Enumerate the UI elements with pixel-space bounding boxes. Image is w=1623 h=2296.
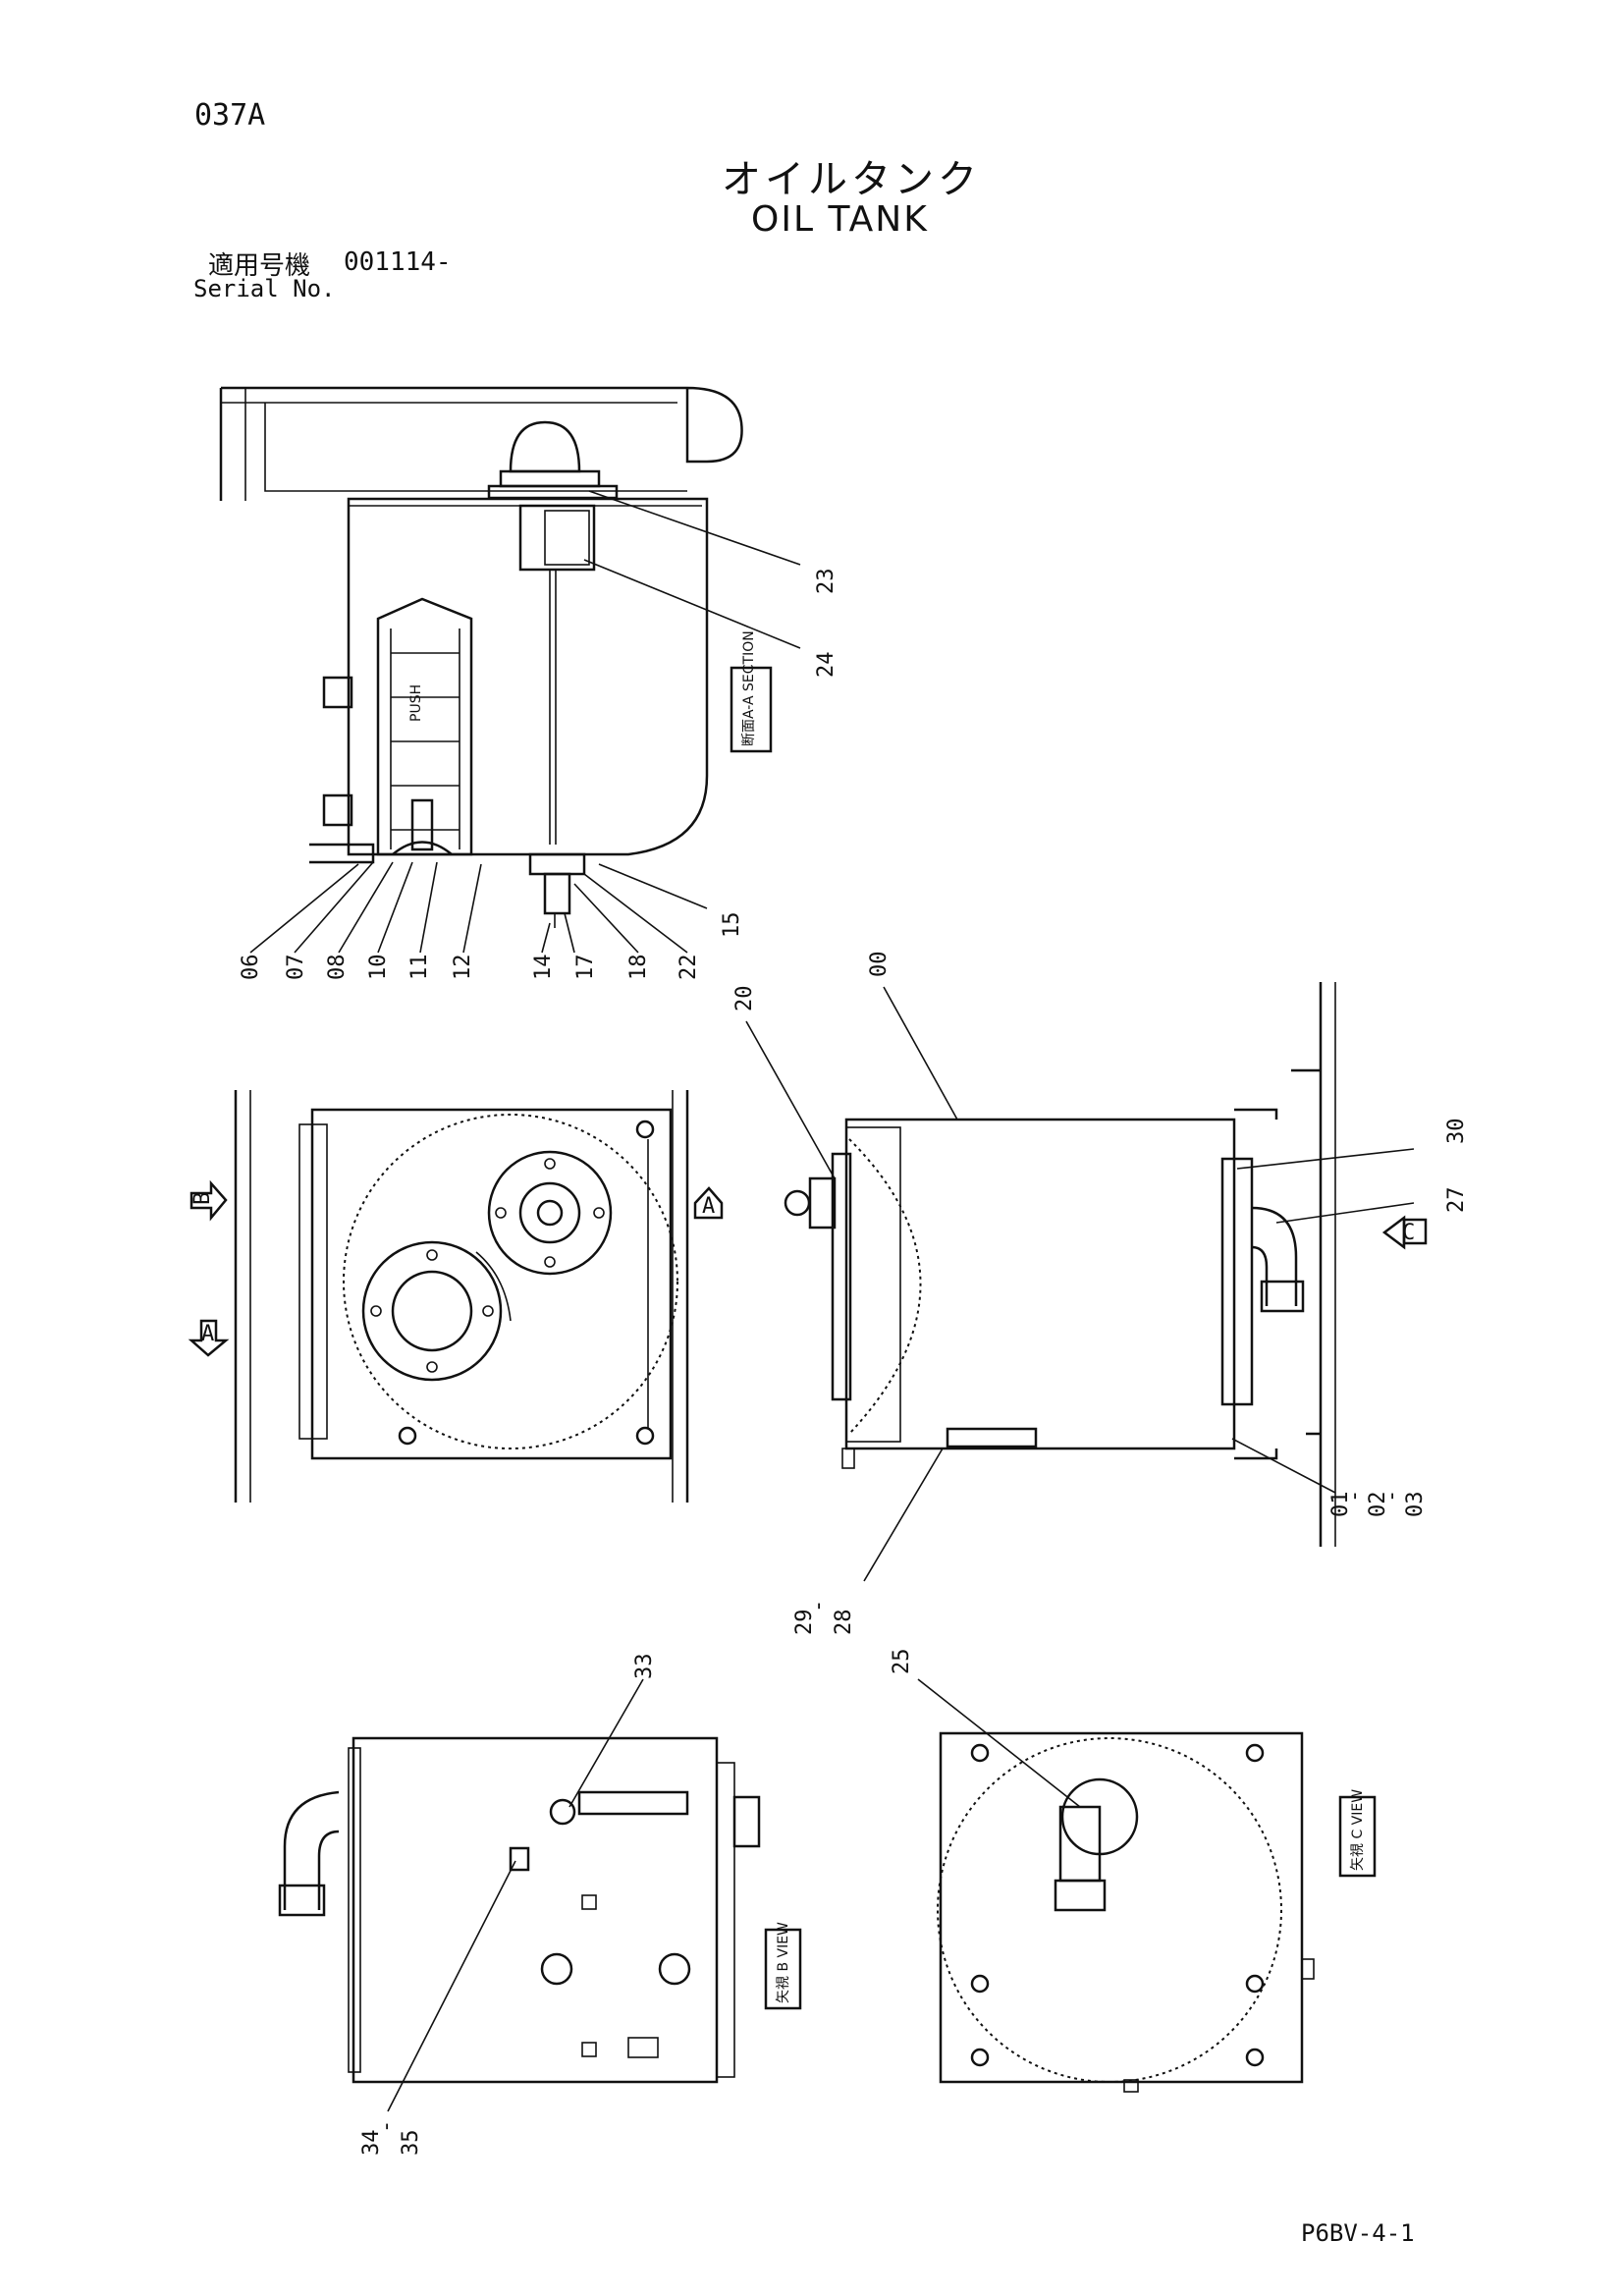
svg-text:PUSH: PUSH: [408, 684, 424, 722]
callout-30: 30: [1444, 1119, 1469, 1145]
arrow-label-c: C: [1402, 1221, 1415, 1245]
view-b-callouts: 33 34 - 35: [359, 1654, 657, 2157]
section-tag: 断面A-A SECTION: [741, 630, 757, 746]
view-b-tag: 矢視 B VIEW: [776, 1922, 791, 2003]
callout-12: 12: [451, 955, 475, 981]
arrow-label-a-left: A: [201, 1322, 214, 1346]
serial-number: 001114-: [344, 247, 452, 277]
title-english: OIL TANK: [751, 199, 929, 240]
callout-22: 22: [676, 955, 701, 981]
arrow-label-a-right: A: [702, 1194, 715, 1219]
callout-20: 20: [732, 986, 757, 1012]
callout-15: 15: [720, 912, 744, 939]
callout-11: 11: [407, 955, 432, 981]
callout-02: 02: [1366, 1492, 1390, 1518]
callout-00: 00: [867, 952, 892, 978]
callout-29: 29: [792, 1610, 817, 1636]
view-c-tag: 矢視 C VIEW: [1350, 1789, 1366, 1871]
view-b: 矢視 B VIEW: [278, 1678, 802, 2112]
callout-25: 25: [890, 1649, 914, 1675]
callout-34: 34: [359, 2130, 384, 2157]
callout-24: 24: [814, 652, 839, 679]
view-c: 矢視 C VIEW: [917, 1678, 1377, 2093]
arrow-label-b-top: B: [190, 1192, 215, 1205]
top-plan-view: B A A: [188, 1090, 724, 1503]
callout-06: 06: [239, 955, 263, 981]
callout-dash-1: -: [1342, 1490, 1367, 1503]
serial-label-english: Serial No.: [193, 275, 336, 302]
callout-dash-3: -: [806, 1600, 831, 1613]
callout-27: 27: [1444, 1187, 1469, 1214]
footer-code: P6BV-4-1: [1301, 2219, 1415, 2247]
callout-07: 07: [284, 955, 308, 981]
section-a-a-view: PUSH 断面A-A SECTION: [219, 386, 801, 954]
page-code: 037A: [194, 98, 266, 133]
callout-14: 14: [531, 955, 556, 981]
callout-23: 23: [814, 569, 839, 595]
callout-17: 17: [573, 955, 598, 981]
callout-dash-4: -: [374, 2120, 399, 2133]
callout-35: 35: [399, 2130, 423, 2157]
callout-08: 08: [325, 955, 350, 981]
callout-03: 03: [1403, 1492, 1428, 1518]
side-view: C: [745, 982, 1428, 1582]
section-callouts: 23 24 15 06 07 08 10 11 12 14 17 18 22: [239, 569, 839, 981]
callout-dash-2: -: [1380, 1490, 1404, 1503]
side-callouts: 20 00 30 27 01 - 02 - 03 29 - 28: [732, 952, 1469, 1636]
serial-label-japanese: 適用号機: [208, 251, 311, 281]
title-japanese: オイルタンク: [722, 157, 981, 202]
callout-33: 33: [632, 1654, 657, 1680]
callout-10: 10: [366, 955, 391, 981]
callout-18: 18: [626, 955, 651, 981]
callout-01: 01: [1328, 1492, 1353, 1518]
callout-28: 28: [832, 1610, 856, 1636]
view-c-callouts: 25: [890, 1649, 914, 1675]
